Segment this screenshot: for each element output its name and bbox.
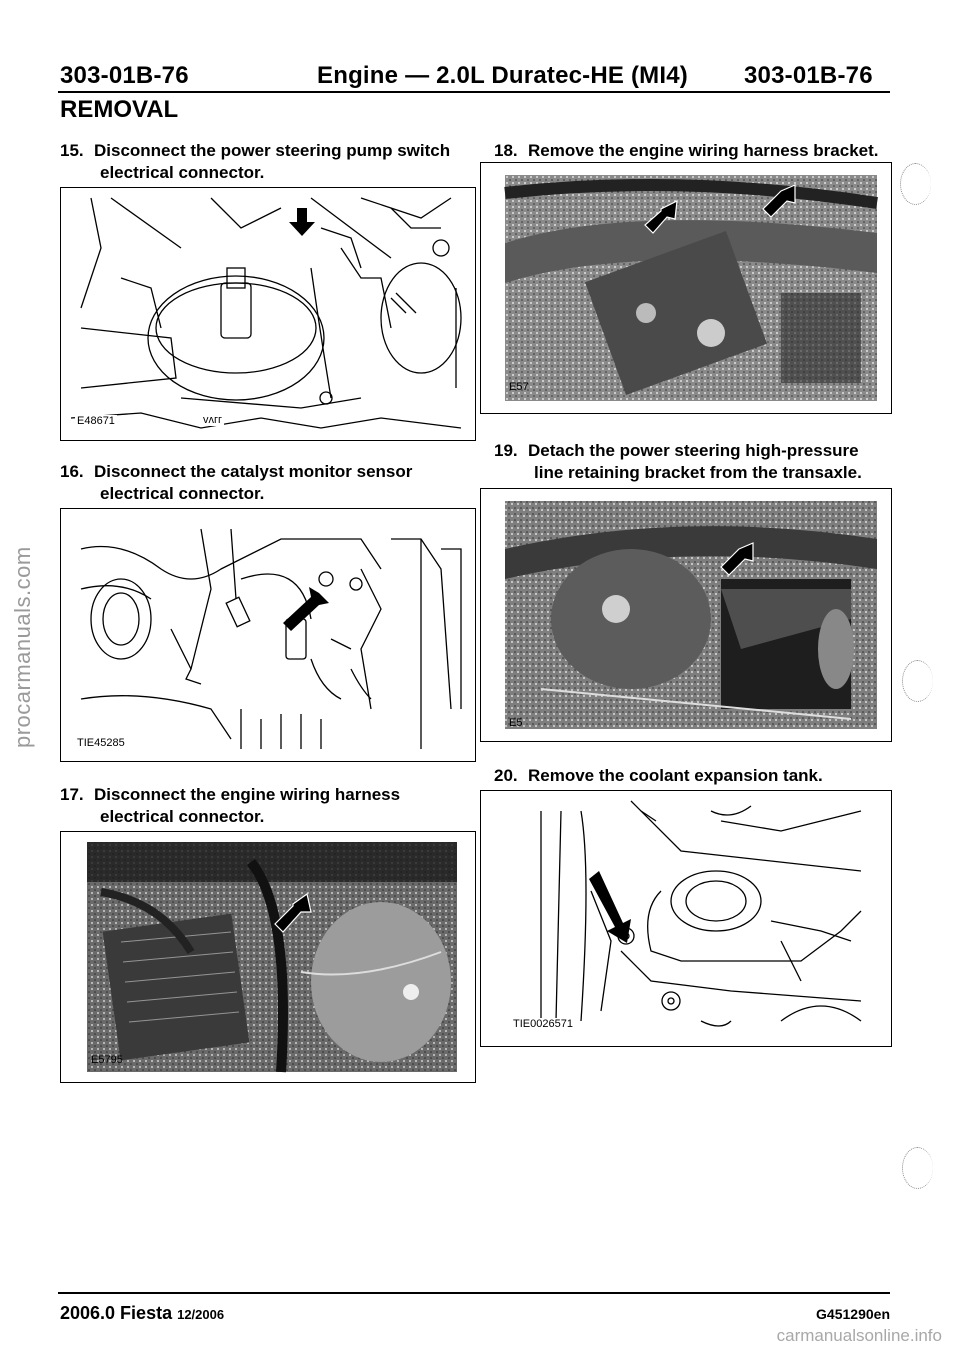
figure-label: E5 <box>509 717 523 729</box>
figure-engine-harness-connector: E5795 <box>60 831 476 1083</box>
page-title: Engine — 2.0L Duratec-HE (MI4) <box>317 62 688 89</box>
figure-label: E5795 <box>91 1054 123 1066</box>
step-19: 19. Detach the power steering high-pressu… <box>494 440 862 484</box>
line-drawing <box>70 197 462 429</box>
step-text-cont: electrical connector. <box>100 807 265 826</box>
step-18: 18. Remove the engine wiring harness brac… <box>494 140 879 162</box>
step-text: Disconnect the catalyst monitor sensor <box>94 462 413 481</box>
figure-pressure-line-bracket: E5 <box>480 488 892 742</box>
step-number: 20. <box>494 766 518 785</box>
step-text: Disconnect the engine wiring harness <box>94 785 401 804</box>
figure-label: TIE45285 <box>75 737 127 749</box>
step-text-cont: electrical connector. <box>100 163 265 182</box>
step-number: 15. <box>60 141 84 160</box>
step-text-cont: line retaining bracket from the transaxl… <box>534 463 862 482</box>
step-number: 16. <box>60 462 84 481</box>
step-number: 17. <box>60 785 84 804</box>
page-code-left: 303-01B-76 <box>60 62 189 89</box>
figure-label-extra: ᴠᴧᴦᴦ <box>201 414 225 426</box>
page-code-right: 303-01B-76 <box>744 62 873 89</box>
figure-coolant-expansion-tank: TIE0026571 <box>480 790 892 1047</box>
figure-catalyst-monitor-sensor: TIE45285 <box>60 508 476 762</box>
step-text: Remove the engine wiring harness bracket… <box>528 141 879 160</box>
footer-date: 12/2006 <box>177 1307 225 1322</box>
step-20: 20. Remove the coolant expansion tank. <box>494 765 823 787</box>
photo-figure <box>504 175 878 401</box>
step-text: Detach the power steering high-pressure <box>528 441 859 460</box>
sidebar-watermark: procarmanuals.com <box>10 546 35 748</box>
step-text-cont: electrical connector. <box>100 484 265 503</box>
margin-mark <box>902 660 933 702</box>
margin-mark <box>902 1147 933 1189</box>
line-drawing <box>540 800 862 1027</box>
margin-mark <box>900 163 931 205</box>
step-text: Remove the coolant expansion tank. <box>528 766 823 785</box>
step-number: 19. <box>494 441 518 460</box>
figure-label: E48671 <box>75 415 117 427</box>
photo-figure <box>87 842 457 1073</box>
footer-code: G451290en <box>816 1306 890 1322</box>
figure-label: TIE0026571 <box>511 1018 575 1030</box>
bottom-watermark: carmanualsonline.info <box>776 1326 942 1345</box>
step-text: Disconnect the power steering pump switc… <box>94 141 451 160</box>
step-17: 17.Disconnect the engine wiring harness … <box>60 784 400 828</box>
footer-model: 2006.0 Fiesta 12/2006 <box>60 1303 224 1324</box>
step-15: 15. Disconnect the power steering pump sw… <box>60 140 450 184</box>
figure-harness-bracket: E57 <box>480 162 892 414</box>
figure-power-steering-switch: E48671 ᴠᴧᴦᴦ <box>60 187 476 441</box>
section-heading: REMOVAL <box>60 96 179 123</box>
footer-model-name: 2006.0 Fiesta <box>60 1303 173 1323</box>
line-drawing <box>80 528 462 749</box>
step-number: 18. <box>494 141 518 160</box>
photo-figure <box>505 501 877 729</box>
header-rule <box>58 91 890 93</box>
footer-rule <box>58 1292 890 1294</box>
step-16: 16. Disconnect the catalyst monitor senso… <box>60 461 412 505</box>
figure-label: E57 <box>509 381 529 393</box>
